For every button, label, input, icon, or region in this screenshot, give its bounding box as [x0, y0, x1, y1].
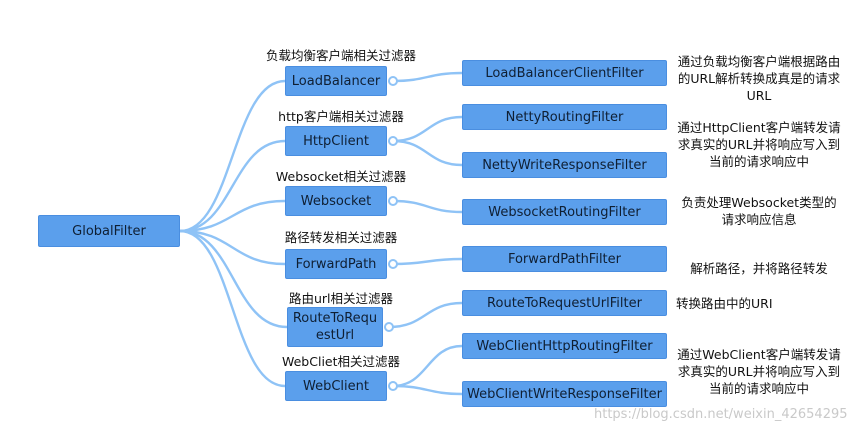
group-caption-routetorequesturl: 路由url相关过滤器: [288, 291, 394, 306]
group-node-httpclient: HttpClient: [285, 126, 387, 156]
branch-junction-dot: [384, 322, 394, 332]
filter-node-nettyroutingfilter: NettyRoutingFilter: [462, 104, 667, 130]
group-note-loadbalancer: 通过负载均衡客户端根据路由的URL解析转换成真是的请求URL: [677, 54, 841, 103]
filter-node-loadbalancerclientfilter: LoadBalancerClientFilter: [462, 60, 667, 86]
filter-node-forwardpathfilter: ForwardPathFilter: [462, 246, 667, 272]
group-note-routetorequesturl: 转换路由中的URI: [676, 296, 773, 311]
root-to-group-link: [179, 79, 286, 233]
branch-junction-dot: [388, 136, 398, 146]
group-to-filter-link: [392, 115, 463, 143]
group-note-forwardpath: 解析路径，并将路径转发: [690, 261, 828, 276]
root-to-group-link: [179, 139, 286, 233]
group-node-websocket: Websocket: [285, 186, 387, 216]
group-to-filter-link: [392, 344, 463, 388]
group-note-webclient: 通过WebClient客户端转发请求真实的URL并将响应写入到当前的请求响应中: [677, 347, 841, 396]
group-node-forwardpath: ForwardPath: [285, 249, 387, 279]
branch-junction-dot: [388, 196, 398, 206]
group-caption-loadbalancer: 负载均衡客户端相关过滤器: [265, 48, 416, 63]
group-note-httpclient: 通过HttpClient客户端转发请求真实的URL并将响应写入到当前的请求响应中: [677, 120, 841, 169]
group-to-filter-link: [392, 257, 463, 266]
filter-node-webclienthttproutingfilter: WebClientHttpRoutingFilter: [462, 333, 667, 359]
group-to-filter-link: [392, 199, 463, 214]
group-note-websocket: 负责处理Websocket类型的请求响应信息: [681, 195, 837, 227]
watermark: https://blog.csdn.net/weixin_42654295: [594, 407, 848, 422]
filter-node-websocketroutingfilter: WebsocketRoutingFilter: [462, 199, 667, 225]
group-to-filter-link: [392, 384, 463, 396]
group-node-webclient: WebClient: [285, 371, 387, 401]
root-node-globalfilter: GlobalFilter: [38, 215, 180, 247]
root-to-group-link: [179, 229, 286, 266]
group-caption-forwardpath: 路径转发相关过滤器: [284, 230, 398, 245]
root-to-group-link: [179, 229, 288, 329]
branch-junction-dot: [388, 259, 398, 269]
group-caption-webclient: WebCliet相关过滤器: [281, 354, 401, 369]
root-to-group-link: [179, 229, 286, 388]
branch-junction-dot: [388, 381, 398, 391]
group-caption-httpclient: http客户端相关过滤器: [278, 109, 404, 124]
group-node-routetorequesturl: RouteToRequestUrl: [287, 307, 383, 347]
group-to-filter-link: [388, 301, 463, 329]
group-to-filter-link: [392, 139, 463, 167]
branch-junction-dot: [388, 76, 398, 86]
filter-node-routetorequesturlfilter: RouteToRequestUrlFilter: [462, 290, 667, 316]
group-caption-websocket: Websocket相关过滤器: [275, 169, 407, 184]
group-to-filter-link: [392, 71, 463, 83]
filter-node-nettywriteresponsefilter: NettyWriteResponseFilter: [462, 152, 667, 178]
root-to-group-link: [179, 199, 286, 233]
group-node-loadbalancer: LoadBalancer: [285, 66, 387, 96]
filter-node-webclientwriteresponsefilter: WebClientWriteResponseFilter: [462, 381, 667, 407]
